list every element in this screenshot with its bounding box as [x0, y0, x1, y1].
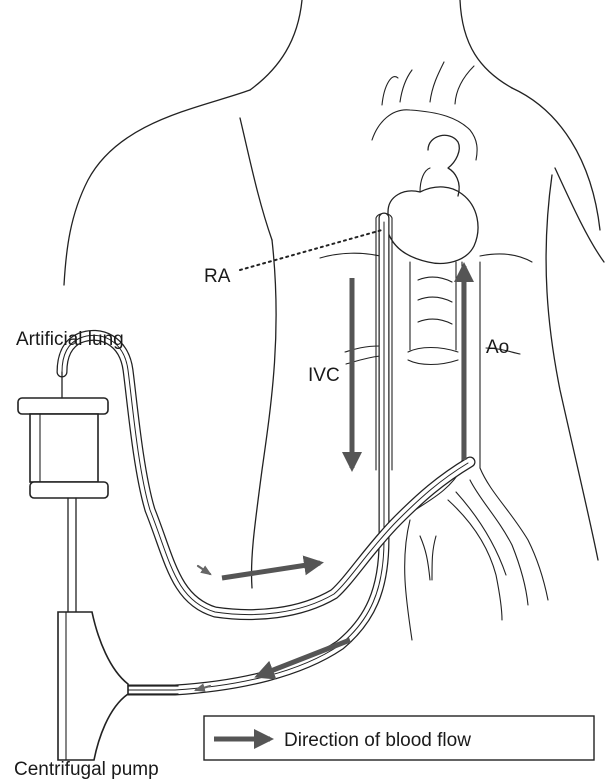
heart	[388, 135, 478, 263]
label-ao: Ao	[486, 337, 509, 358]
artificial-lung-device	[18, 372, 108, 612]
ra-pointer-line	[240, 230, 382, 270]
label-ra: RA	[204, 266, 231, 287]
label-ivc: IVC	[308, 365, 340, 386]
label-artificial-lung: Artificial lung	[16, 329, 124, 350]
flow-arrow-body-to-pump	[258, 640, 350, 676]
centrifugal-pump-device	[58, 612, 178, 760]
neck-vessels	[372, 62, 477, 160]
label-centrifugal-pump: Centrifugal pump	[14, 759, 159, 780]
flow-arrow-small-upper	[198, 566, 210, 574]
legend-label: Direction of blood flow	[284, 730, 471, 751]
flow-arrows	[196, 266, 464, 690]
flow-arrow-lung-to-body	[222, 563, 320, 578]
legend: Direction of blood flow	[204, 716, 594, 760]
